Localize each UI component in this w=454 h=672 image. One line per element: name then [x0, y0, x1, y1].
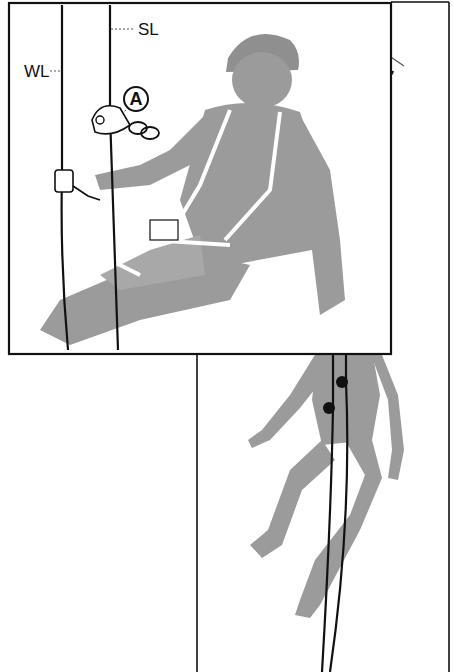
harness-buckle [150, 220, 178, 240]
inset-frame [9, 3, 391, 354]
rope-label: WL [24, 63, 50, 80]
worker-silhouette [40, 34, 345, 345]
rope-device [55, 106, 159, 200]
harness [110, 110, 280, 275]
rope-label: SL [138, 21, 159, 38]
callout-letter: A [123, 86, 149, 112]
